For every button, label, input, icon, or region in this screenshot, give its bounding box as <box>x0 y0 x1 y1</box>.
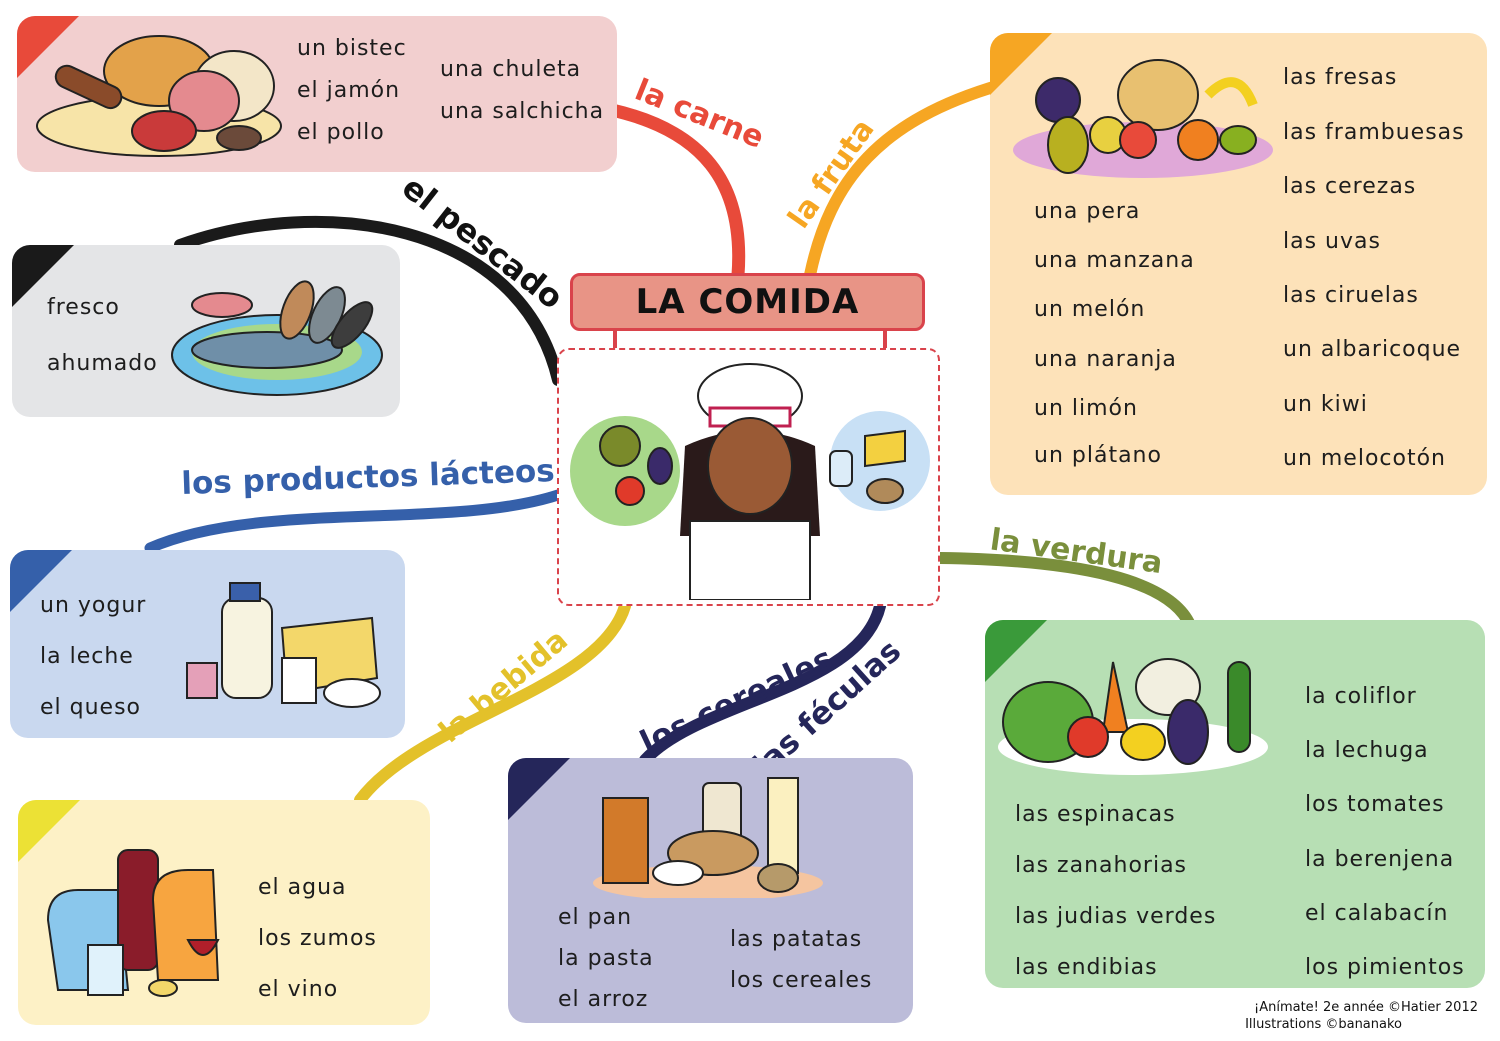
meat-plate-illustration <box>36 35 282 157</box>
branch-verdura <box>934 552 1196 631</box>
cereales-word: las patatas <box>730 927 863 952</box>
lacteos-box: un yogur la leche el queso <box>10 550 405 738</box>
cereales-box: el pan la pasta el arroz las patatas los… <box>508 758 913 1023</box>
verdura-word: la berenjena <box>1305 847 1455 872</box>
fish-plate-illustration <box>171 280 383 396</box>
lacteos-word: un yogur <box>40 593 147 618</box>
cereales-word: el pan <box>558 905 633 930</box>
branch-bebida <box>354 600 631 806</box>
fruta-word: las frambuesas <box>1283 120 1465 145</box>
branch-fruta <box>804 79 1006 281</box>
verdura-word: los tomates <box>1305 792 1445 817</box>
cereales-word: la pasta <box>558 946 654 971</box>
branch-lacteos <box>144 489 564 554</box>
carne-word: el jamón <box>297 78 401 103</box>
verdura-corner <box>985 620 1047 682</box>
carne-word: una chuleta <box>440 57 582 82</box>
branch-pescado <box>174 215 564 386</box>
fruta-word: una pera <box>1034 199 1141 224</box>
bebida-word: el vino <box>258 977 339 1002</box>
credit-line-1: ¡Anímate! 2e année ©Hatier 2012 <box>1253 1000 1478 1015</box>
cereales-corner <box>508 758 570 820</box>
bebida-box: el agua los zumos el vino <box>18 800 430 1025</box>
fruta-word: un limón <box>1034 396 1138 421</box>
fruit-bowl-illustration <box>1013 59 1273 178</box>
banner-hooks <box>613 330 887 350</box>
verdura-word: la lechuga <box>1305 738 1429 763</box>
fruta-word: una manzana <box>1034 248 1195 273</box>
title-banner: LA COMIDA <box>570 273 925 331</box>
vegetables-illustration <box>998 658 1268 775</box>
fruta-word: las uvas <box>1283 229 1381 254</box>
chef-card <box>557 348 940 606</box>
fruta-word: las ciruelas <box>1283 283 1419 308</box>
bebida-word: el agua <box>258 875 347 900</box>
fruta-word: un melón <box>1034 297 1146 322</box>
verdura-word: el calabacín <box>1305 901 1449 926</box>
verdura-word: la coliflor <box>1305 684 1417 709</box>
bebida-corner <box>18 800 80 862</box>
fruta-word: un albaricoque <box>1283 337 1462 362</box>
pescado-box: fresco ahumado <box>12 245 400 417</box>
pescado-corner <box>12 245 74 307</box>
fruta-word: las fresas <box>1283 65 1398 90</box>
fruta-box: una pera una manzana un melón una naranj… <box>990 33 1487 495</box>
bebida-word: los zumos <box>258 926 377 951</box>
chef-illustration <box>570 363 930 600</box>
verdura-word: las espinacas <box>1015 802 1176 827</box>
cereales-word: el arroz <box>558 987 649 1012</box>
carne-word: una salchicha <box>440 99 605 124</box>
branch-carne <box>605 103 746 282</box>
verdura-word: los pimientos <box>1305 955 1465 980</box>
fruta-word: un melocotón <box>1283 446 1447 471</box>
lacteos-word: el queso <box>40 695 142 720</box>
verdura-word: las endibias <box>1015 955 1158 980</box>
lacteos-corner <box>10 550 72 612</box>
credit-line-2: Illustrations ©bananako <box>1245 1017 1402 1032</box>
fruta-word: las cerezas <box>1283 174 1417 199</box>
drinks-illustration <box>46 849 220 997</box>
lacteos-word: la leche <box>40 644 134 669</box>
verdura-word: las zanahorias <box>1015 853 1188 878</box>
pescado-word: fresco <box>47 295 120 320</box>
fruta-word: una naranja <box>1034 347 1177 372</box>
cereals-illustration <box>593 777 823 898</box>
branch-cereales <box>639 600 886 766</box>
carne-word: el pollo <box>297 120 385 145</box>
cereales-word: los cereales <box>730 968 873 993</box>
pescado-word: ahumado <box>47 351 158 376</box>
verdura-box: las espinacas las zanahorias las judias … <box>985 620 1485 988</box>
carne-box: un bistec el jamón el pollo una chuleta … <box>17 16 617 172</box>
fruta-word: un plátano <box>1034 443 1162 468</box>
dairy-illustration <box>186 582 381 708</box>
verdura-word: las judias verdes <box>1015 904 1217 929</box>
page-title: LA COMIDA <box>635 282 860 322</box>
carne-word: un bistec <box>297 36 407 61</box>
fruta-word: un kiwi <box>1283 392 1368 417</box>
